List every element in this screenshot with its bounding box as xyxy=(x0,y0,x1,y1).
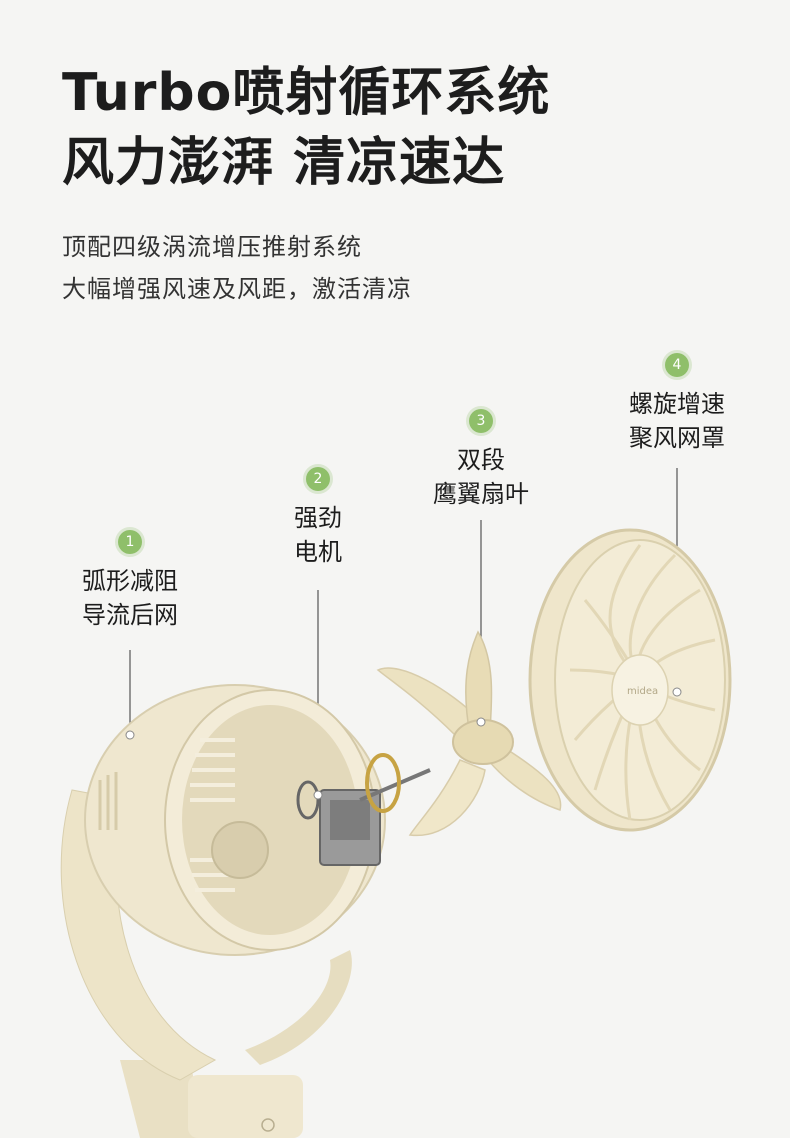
callout-3-line-2: 鹰翼扇叶 xyxy=(433,480,529,508)
callout-4-label: 螺旋增速 聚风网罩 xyxy=(612,387,742,455)
callout-1-label: 弧形减阻 导流后网 xyxy=(70,564,190,632)
subtext-line-1: 顶配四级涡流增压推射系统 xyxy=(62,233,362,261)
callout-3-label: 双段 鹰翼扇叶 xyxy=(421,443,541,511)
number-badge-4: 4 xyxy=(665,353,689,377)
brand-logo: midea xyxy=(627,686,658,697)
front-grille: midea xyxy=(528,528,732,832)
number-badge-2: 2 xyxy=(306,467,330,491)
fan-blades xyxy=(376,630,562,837)
callout-4-line-1: 螺旋增速 xyxy=(629,390,725,418)
headline-line-2: 风力澎湃 清凉速达 xyxy=(62,133,506,193)
motor xyxy=(296,753,431,866)
rear-grille-housing xyxy=(84,684,386,956)
callout-3-line-1: 双段 xyxy=(457,446,505,474)
callout-2: 2 强劲 电机 xyxy=(268,467,368,569)
callout-1-line-1: 弧形减阻 xyxy=(82,567,178,595)
callout-3: 3 双段 鹰翼扇叶 xyxy=(421,409,541,511)
subtext: 顶配四级涡流增压推射系统 大幅增强风速及风距，激活清凉 xyxy=(62,226,412,310)
callout-4-line-2: 聚风网罩 xyxy=(629,424,725,452)
callout-2-line-1: 强劲 xyxy=(294,504,342,532)
callout-1-line-2: 导流后网 xyxy=(82,601,178,629)
callout-2-line-2: 电机 xyxy=(294,538,342,566)
callout-4: 4 螺旋增速 聚风网罩 xyxy=(612,353,742,455)
fan-base xyxy=(120,1060,303,1138)
subtext-line-2: 大幅增强风速及风距，激活清凉 xyxy=(62,275,412,303)
headline-line-1: Turbo喷射循环系统 xyxy=(62,63,551,123)
number-badge-1: 1 xyxy=(118,530,142,554)
callout-2-label: 强劲 电机 xyxy=(268,501,368,569)
number-badge-3: 3 xyxy=(469,409,493,433)
headline: Turbo喷射循环系统 风力澎湃 清凉速达 xyxy=(62,58,550,198)
callout-1: 1 弧形减阻 导流后网 xyxy=(70,530,190,632)
